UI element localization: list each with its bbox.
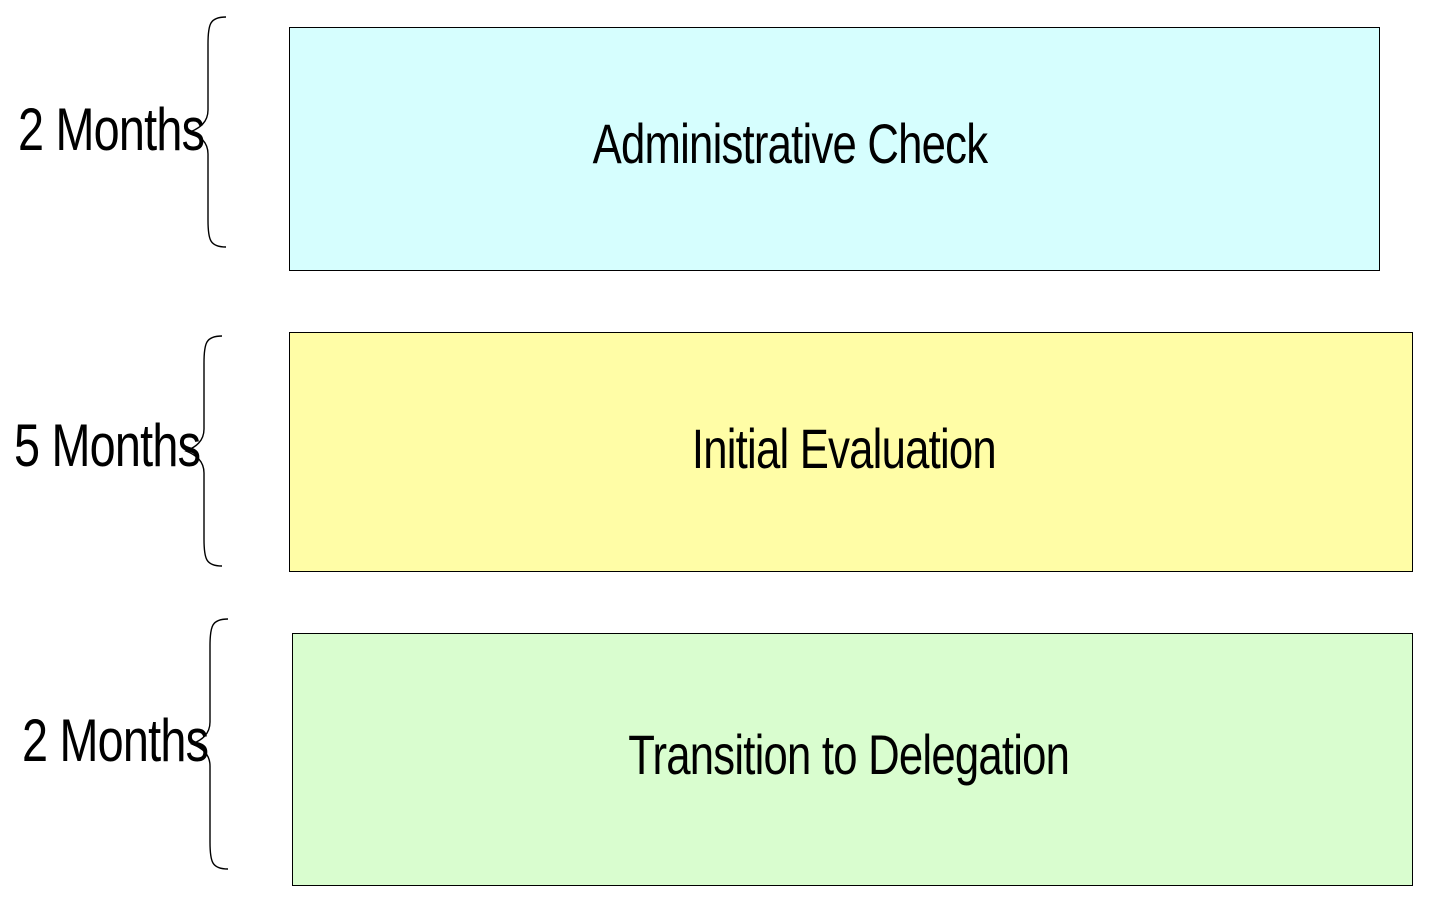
phase-3-box: Transition to Delegation xyxy=(292,633,1413,886)
phase-1-brace xyxy=(188,16,227,248)
phase-1-duration: 2 Months xyxy=(18,96,205,163)
phase-3-duration: 2 Months xyxy=(22,707,209,774)
phase-1-box: Administrative Check xyxy=(289,27,1380,271)
phase-2-box: Initial Evaluation xyxy=(289,332,1413,572)
phase-2-duration: 5 Months xyxy=(14,412,201,479)
phase-2-label: Initial Evaluation xyxy=(691,417,996,480)
phase-2-brace xyxy=(184,335,223,567)
phase-1-label: Administrative Check xyxy=(592,112,987,175)
phase-3-label: Transition to Delegation xyxy=(628,722,1070,786)
phase-3-brace xyxy=(190,618,229,870)
